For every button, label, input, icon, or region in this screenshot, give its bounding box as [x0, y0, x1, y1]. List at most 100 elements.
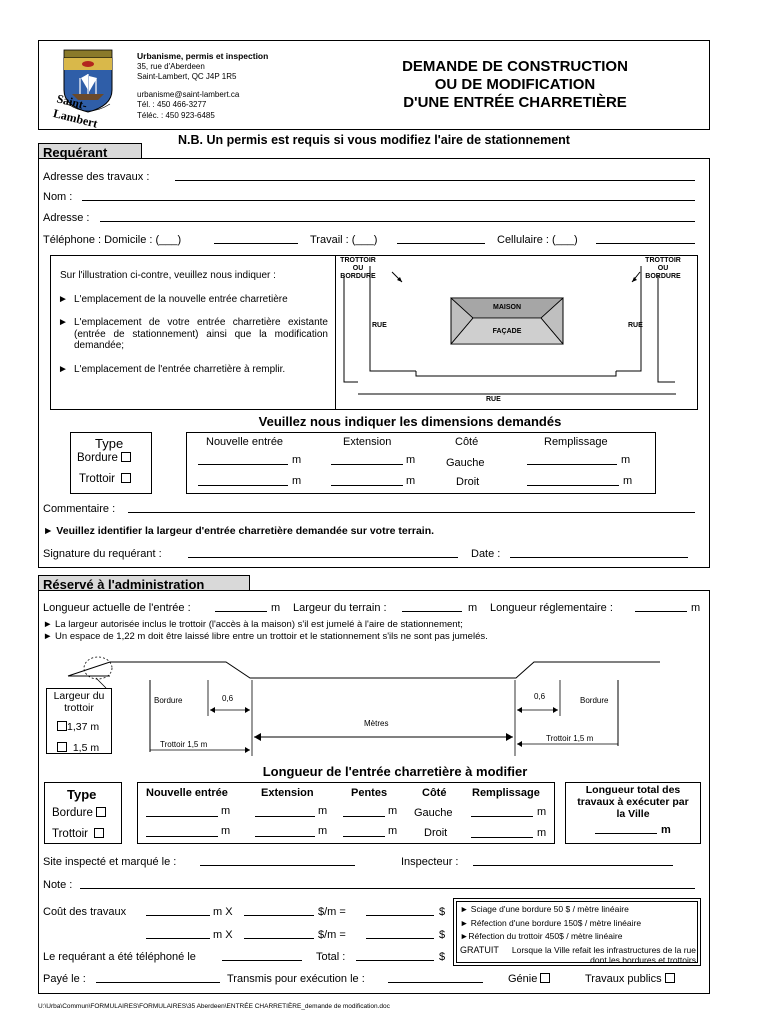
- admin-remplissage-header: Remplissage: [472, 787, 540, 799]
- tel-domicile-field[interactable]: [214, 243, 298, 244]
- admin-remplissage-trottoir-field[interactable]: [471, 837, 533, 838]
- admin-nouvelle-trottoir-field[interactable]: [146, 836, 218, 837]
- cout-parm-1: $/m =: [318, 906, 346, 918]
- instruction-item: ► L'emplacement de l'entrée charretière …: [58, 364, 328, 376]
- largeur-15-option[interactable]: 1,5 m: [57, 742, 99, 754]
- travaux-publics-option[interactable]: Travaux publics: [585, 973, 675, 985]
- date-field[interactable]: [510, 557, 688, 558]
- dims-nouvelle-trottoir-field[interactable]: [198, 485, 288, 486]
- tel-done-field[interactable]: [222, 960, 302, 961]
- admin-bordure-option[interactable]: Bordure: [52, 807, 107, 819]
- genie-option[interactable]: Génie: [508, 973, 551, 985]
- dims-extension-bordure-field[interactable]: [331, 464, 403, 465]
- transmis-field[interactable]: [388, 982, 483, 983]
- largeur-137-checkbox[interactable]: [57, 721, 67, 731]
- admin-nouvelle-bordure-field[interactable]: [146, 816, 218, 817]
- cout-rate-2-field[interactable]: [244, 938, 314, 939]
- instruction-text: L'emplacement de l'entrée charretière à …: [74, 363, 286, 375]
- dims-droit-option[interactable]: Droit: [456, 476, 480, 488]
- largeur-137-option[interactable]: 1,37 m: [57, 721, 99, 733]
- admin-cote-header: Côté: [422, 787, 447, 799]
- unit-m: m: [621, 454, 631, 466]
- instructions-intro: Sur l'illustration ci-contre, veuillez n…: [60, 270, 276, 281]
- admin-droit-option[interactable]: Droit: [424, 827, 448, 839]
- admin-extension-trottoir-field[interactable]: [255, 836, 315, 837]
- bordure-label-right: Bordure: [580, 696, 609, 705]
- longueur-actuelle-field[interactable]: [215, 611, 267, 612]
- longueur-regl-label: Longueur réglementaire :: [490, 602, 613, 614]
- dept-name: Urbanisme, permis et inspection: [137, 51, 269, 61]
- dims-bordure-label: Bordure: [77, 452, 118, 464]
- unit-m: m: [388, 805, 398, 817]
- unit-m: m: [406, 475, 416, 487]
- admin-trottoir-checkbox[interactable]: [94, 828, 105, 838]
- dims-extension-trottoir-field[interactable]: [331, 485, 403, 486]
- nom-field[interactable]: [82, 200, 695, 201]
- travaux-publics-checkbox[interactable]: [664, 973, 675, 983]
- admin-note-1: ► La largeur autorisée inclus le trottoi…: [43, 619, 463, 630]
- dims-nouvelle-bordure-field[interactable]: [198, 464, 288, 465]
- adresse-travaux-label: Adresse des travaux :: [43, 171, 150, 183]
- unit-m: m: [292, 454, 302, 466]
- site-field[interactable]: [200, 865, 355, 866]
- note-field[interactable]: [80, 888, 695, 889]
- genie-checkbox[interactable]: [540, 973, 551, 983]
- total-amount-field[interactable]: [356, 960, 434, 961]
- longueur-title: Longueur de l'entrée charretière à modif…: [262, 764, 528, 779]
- city-crest-icon: [63, 49, 113, 113]
- trottoir-left-label: Trottoir 1,5 m: [160, 740, 208, 749]
- instruction-item: ► L'emplacement de votre entrée charreti…: [58, 317, 328, 351]
- admin-bordure-checkbox[interactable]: [96, 807, 107, 817]
- longueur-regl-field[interactable]: [635, 611, 687, 612]
- site-label: Site inspecté et marqué le :: [43, 856, 177, 868]
- largeur-15-checkbox[interactable]: [57, 742, 67, 752]
- tel-travail-label: Travail : (___): [310, 234, 378, 246]
- adresse-travaux-field[interactable]: [175, 180, 695, 181]
- cout-rate-1-field[interactable]: [244, 915, 314, 916]
- cout-amount-2-field[interactable]: [366, 938, 434, 939]
- inspecteur-label: Inspecteur :: [401, 856, 459, 868]
- paye-field[interactable]: [96, 982, 220, 983]
- admin-gauche-option[interactable]: Gauche: [414, 807, 453, 819]
- site-plan-svg: [343, 266, 676, 395]
- trottoir-checkbox[interactable]: [121, 473, 132, 483]
- admin-pentes-bordure-field[interactable]: [343, 816, 385, 817]
- unit-m: m: [221, 805, 231, 817]
- cout-qty-2-field[interactable]: [146, 938, 210, 939]
- adresse-field[interactable]: [100, 221, 695, 222]
- admin-nouvelle-header: Nouvelle entrée: [146, 787, 228, 799]
- ill-ou-text: OU: [657, 265, 669, 272]
- commentaire-field[interactable]: [128, 512, 695, 513]
- gratuit-label: GRATUIT: [460, 945, 499, 955]
- requerant-tab: Requérant: [38, 143, 142, 160]
- dims-remplissage-bordure-field[interactable]: [527, 464, 617, 465]
- admin-pentes-header: Pentes: [351, 787, 388, 799]
- rue-label-bottom: RUE: [486, 396, 501, 403]
- dims-remplissage-header: Remplissage: [544, 436, 608, 448]
- total-field[interactable]: [595, 833, 657, 834]
- dims-cote-header: Côté: [455, 436, 479, 448]
- dept-email: urbanisme@saint-lambert.ca: [137, 89, 240, 99]
- dims-remplissage-trottoir-field[interactable]: [527, 485, 619, 486]
- tarifs-box-inner: [456, 901, 698, 963]
- dims-gauche-option[interactable]: Gauche: [446, 457, 485, 469]
- bordure-checkbox[interactable]: [121, 452, 132, 462]
- admin-pentes-trottoir-field[interactable]: [343, 836, 385, 837]
- dims-bordure-option[interactable]: Bordure: [77, 452, 132, 464]
- admin-extension-bordure-field[interactable]: [255, 816, 315, 817]
- largeur-terrain-field[interactable]: [402, 611, 462, 612]
- dims-trottoir-option[interactable]: Trottoir: [79, 473, 132, 485]
- tel-travail-field[interactable]: [397, 243, 485, 244]
- tel-cellulaire-field[interactable]: [596, 243, 695, 244]
- maison-label: MAISON: [493, 304, 521, 311]
- identify-instruction: ► Veuillez identifier la largeur d'entré…: [43, 525, 435, 537]
- unit-m: m: [691, 602, 701, 614]
- title-line-2: OU DE MODIFICATION: [434, 76, 596, 93]
- admin-trottoir-option[interactable]: Trottoir: [52, 828, 105, 840]
- cout-amount-1-field[interactable]: [366, 915, 434, 916]
- signature-field[interactable]: [188, 557, 458, 558]
- inspecteur-field[interactable]: [473, 865, 673, 866]
- unit-m: m: [406, 454, 416, 466]
- cout-qty-1-field[interactable]: [146, 915, 210, 916]
- admin-remplissage-bordure-field[interactable]: [471, 816, 533, 817]
